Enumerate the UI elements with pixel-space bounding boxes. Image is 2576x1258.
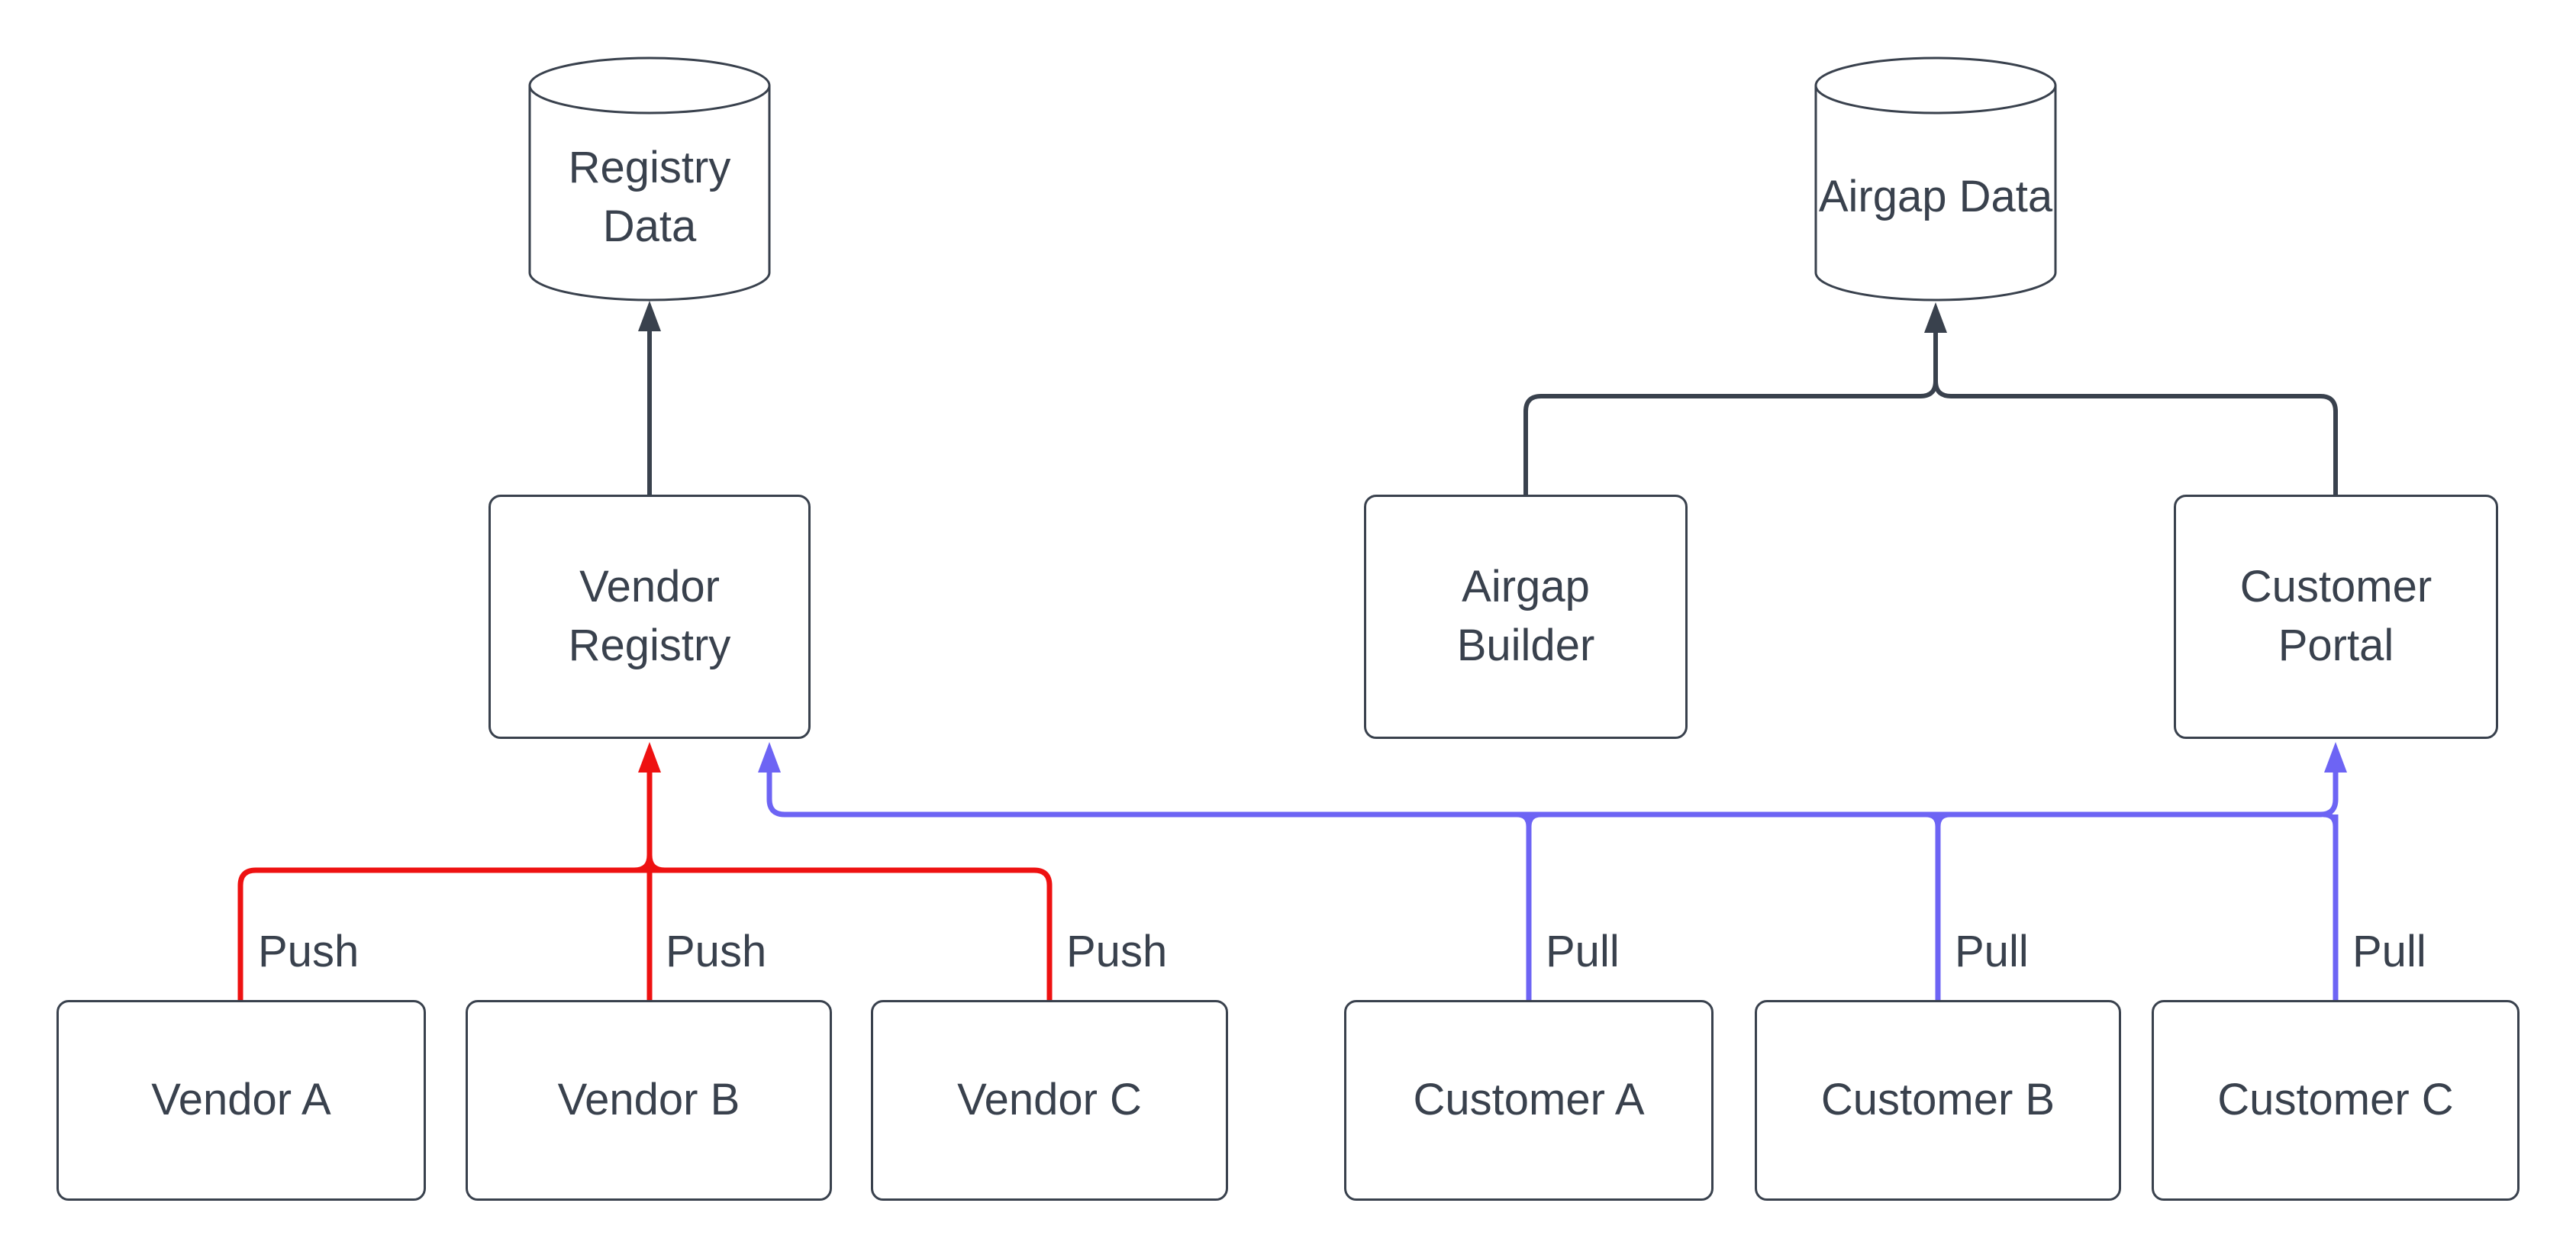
- edge-pull-drop-customer-c: [2323, 811, 2339, 1000]
- vendor-b-label: Vendor B: [557, 1075, 740, 1125]
- edge-push-tree: [237, 742, 1053, 1000]
- vendor-a-label: Vendor A: [151, 1075, 331, 1125]
- edge-pull-bus: [766, 769, 2339, 818]
- customer-b-label: Customer B: [1820, 1075, 2055, 1125]
- arrowhead-pull-vendor-registry-icon: [758, 742, 781, 773]
- node-vendor-b: Vendor B: [466, 1000, 832, 1201]
- registry-data-cylinder-top: [528, 56, 771, 115]
- registry-data-cylinder-body: [528, 85, 771, 302]
- customer-portal-label: Customer Portal: [2239, 562, 2433, 670]
- edge-pull-tree: [758, 742, 2347, 1000]
- edge-label-push-vendor-a: Push: [255, 928, 363, 976]
- edge-label-push-vendor-c: Push: [1063, 928, 1171, 976]
- vendor-registry-label: Vendor Registry: [568, 562, 731, 670]
- node-customer-portal: Customer Portal: [2174, 495, 2498, 739]
- node-customer-c: Customer C: [2152, 1000, 2520, 1201]
- node-vendor-registry: Vendor Registry: [488, 495, 811, 739]
- edge-label-push-vendor-b: Push: [663, 928, 770, 976]
- edge-line-customer-portal: [1933, 331, 2338, 495]
- edge-pull-drop-customer-b: [1925, 811, 1951, 1000]
- customer-c-label: Customer C: [2217, 1075, 2454, 1125]
- arrowhead-airgap-data-icon: [1924, 302, 1947, 333]
- arrowhead-registry-data-icon: [638, 301, 661, 331]
- customer-a-label: Customer A: [1413, 1075, 1645, 1125]
- node-registry-data-cylinder: [528, 56, 771, 302]
- node-vendor-c: Vendor C: [871, 1000, 1228, 1201]
- edge-customer-portal-to-airgap-data: [1924, 302, 2338, 495]
- edge-pull-drop-customer-a: [1516, 811, 1542, 1000]
- node-airgap-builder: Airgap Builder: [1364, 495, 1688, 739]
- edge-vendor-registry-to-registry-data: [638, 301, 661, 495]
- edge-label-pull-customer-c: Pull: [2349, 928, 2429, 976]
- node-vendor-a: Vendor A: [56, 1000, 426, 1201]
- node-customer-a: Customer A: [1344, 1000, 1714, 1201]
- edge-push-junction-fillets: [634, 854, 666, 873]
- edge-line-airgap-builder: [1523, 331, 1938, 495]
- node-airgap-data: Airgap Data: [1816, 58, 2055, 300]
- arrowhead-pull-customer-portal-icon: [2324, 742, 2347, 773]
- registry-data-label: Registry Data: [568, 142, 731, 251]
- edge-label-pull-customer-b: Pull: [1952, 928, 2032, 976]
- node-registry-data: Registry Data: [530, 58, 769, 300]
- node-customer-b: Customer B: [1755, 1000, 2121, 1201]
- edge-label-pull-customer-a: Pull: [1543, 928, 1623, 976]
- airgap-data-label: Airgap Data: [1818, 172, 2053, 222]
- arrowhead-push-vendor-registry-icon: [638, 742, 661, 773]
- edge-airgap-builder-to-airgap-data: [1523, 331, 1938, 495]
- airgap-data-cylinder-top: [1814, 56, 2057, 115]
- node-airgap-data-cylinder: [1814, 56, 2057, 302]
- airgap-data-cylinder-body: [1814, 85, 2057, 302]
- airgap-builder-label: Airgap Builder: [1456, 562, 1595, 670]
- vendor-c-label: Vendor C: [957, 1075, 1142, 1125]
